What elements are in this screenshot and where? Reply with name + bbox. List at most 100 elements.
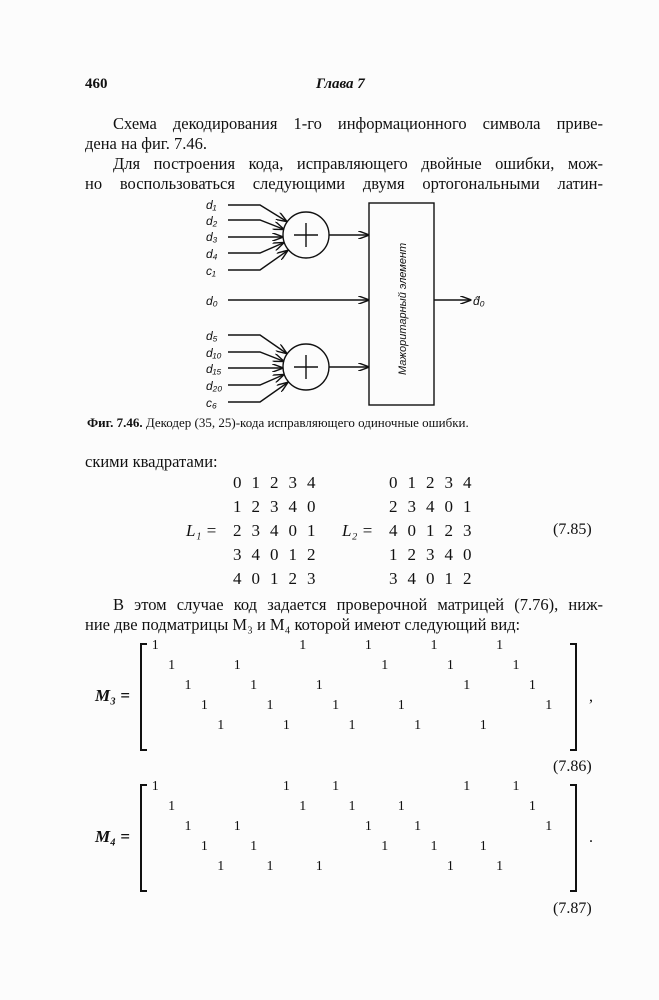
page-number: 460 bbox=[85, 76, 108, 92]
matrix-entry: 1 bbox=[168, 658, 176, 673]
square-cell: 2 bbox=[270, 473, 279, 492]
matrix-entry: 1 bbox=[233, 819, 241, 834]
caption-text: Декодер (35, 25)-кода исправляющего один… bbox=[145, 415, 469, 430]
square-cell: 1 bbox=[407, 473, 417, 492]
square-cell: 3 bbox=[426, 545, 435, 564]
M3-label: M₃ = bbox=[95, 686, 130, 705]
square-cell: 3 bbox=[251, 521, 261, 540]
chapter-title: Глава 7 bbox=[316, 76, 365, 92]
L2-label: L₂ = bbox=[342, 521, 374, 540]
square-cell: 2 bbox=[288, 569, 298, 588]
matrix-entry: 1 bbox=[266, 698, 274, 713]
matrix-entry: 1 bbox=[430, 839, 438, 854]
matrix-entry: 1 bbox=[446, 658, 454, 673]
square-cell: 0 bbox=[463, 545, 472, 564]
input-label: d₁ bbox=[206, 198, 217, 212]
right-bracket bbox=[570, 784, 577, 892]
matrix-entry: 1 bbox=[430, 638, 438, 653]
square-cell: 3 bbox=[407, 497, 417, 516]
square-cell: 0 bbox=[444, 497, 454, 516]
paragraph-line: В этом случае код задается проверочной м… bbox=[113, 595, 603, 614]
input-label: d₀ bbox=[206, 294, 218, 308]
square-cell: 3 bbox=[444, 473, 454, 492]
matrix-entry: 1 bbox=[397, 698, 405, 713]
square-cell: 1 bbox=[444, 569, 454, 588]
matrix-entry: 1 bbox=[217, 859, 225, 874]
square-cell: 1 bbox=[426, 521, 435, 540]
matrix-entry: 1 bbox=[151, 638, 159, 653]
square-cell: 4 bbox=[444, 545, 454, 564]
input-label: c₆ bbox=[206, 396, 217, 410]
equation-number: (7.85) bbox=[553, 521, 592, 538]
matrix-entry: 1 bbox=[512, 658, 520, 673]
left-bracket bbox=[140, 784, 147, 892]
square-cell: 0 bbox=[251, 569, 261, 588]
matrix-entry: 1 bbox=[151, 779, 159, 794]
matrix-entry: 1 bbox=[381, 839, 389, 854]
square-cell: 0 bbox=[426, 569, 435, 588]
input-label: d₃ bbox=[206, 230, 218, 244]
square-cell: 4 bbox=[389, 521, 398, 540]
square-cell: 4 bbox=[463, 473, 472, 492]
matrix-entry: 1 bbox=[184, 819, 192, 834]
matrix-entry: 1 bbox=[184, 678, 192, 693]
paragraph-line: Схема декодирования 1-го информационного… bbox=[113, 114, 603, 133]
matrix-entry: 1 bbox=[348, 799, 356, 814]
square-cell: 4 bbox=[270, 521, 279, 540]
square-cell: 1 bbox=[288, 545, 298, 564]
square-cell: 4 bbox=[251, 545, 261, 564]
matrix-entry: 1 bbox=[479, 718, 487, 733]
matrix-entry: 1 bbox=[315, 859, 323, 874]
matrix-entry: 1 bbox=[545, 698, 553, 713]
square-cell: 1 bbox=[251, 473, 261, 492]
right-bracket bbox=[570, 643, 577, 751]
square-cell: 0 bbox=[389, 473, 398, 492]
matrix-entry: 1 bbox=[282, 779, 290, 794]
square-cell: 3 bbox=[270, 497, 279, 516]
square-cell: 0 bbox=[407, 521, 417, 540]
square-cell: 4 bbox=[288, 497, 298, 516]
L1-label: L₁ = bbox=[186, 521, 218, 540]
square-cell: 4 bbox=[233, 569, 242, 588]
punctuation: , bbox=[589, 688, 593, 705]
square-cell: 3 bbox=[307, 569, 316, 588]
square-cell: 1 bbox=[463, 497, 472, 516]
matrix-entry: 1 bbox=[512, 779, 520, 794]
matrix-entry: 1 bbox=[381, 658, 389, 673]
square-cell: 2 bbox=[444, 521, 454, 540]
matrix-entry: 1 bbox=[496, 859, 504, 874]
paragraph-line: скими квадратами: bbox=[85, 452, 218, 471]
matrix-entry: 1 bbox=[200, 698, 208, 713]
matrix-entry: 1 bbox=[250, 678, 258, 693]
matrix-entry: 1 bbox=[479, 839, 487, 854]
matrix-entry: 1 bbox=[545, 819, 553, 834]
decoder-diagram: d₁ d₂ d₃ d₄ c₁ d₀ d₅ d₁₀ d₁₅ d₂₀ c₆ d̂₀ … bbox=[206, 198, 485, 410]
square-cell: 3 bbox=[463, 521, 472, 540]
input-label: c₁ bbox=[206, 264, 216, 278]
input-label: d₁₀ bbox=[206, 346, 222, 360]
square-cell: 0 bbox=[307, 497, 316, 516]
square-cell: 0 bbox=[270, 545, 279, 564]
square-cell: 1 bbox=[270, 569, 279, 588]
paragraph-line: Для построения кода, исправляющего двойн… bbox=[113, 154, 603, 173]
square-cell: 1 bbox=[307, 521, 316, 540]
square-cell: 4 bbox=[407, 569, 417, 588]
punctuation: . bbox=[589, 829, 593, 846]
matrix-entry: 1 bbox=[282, 718, 290, 733]
M4-label: M₄ = bbox=[95, 827, 130, 846]
square-cell: 3 bbox=[288, 473, 298, 492]
matrix-entry: 1 bbox=[332, 779, 340, 794]
matrix-entry: 1 bbox=[496, 638, 504, 653]
square-cell: 1 bbox=[389, 545, 398, 564]
figure-caption: Фиг. 7.46. Декодер (35, 25)-кода исправл… bbox=[87, 415, 469, 431]
matrix-entry: 1 bbox=[414, 819, 422, 834]
square-cell: 2 bbox=[233, 521, 242, 540]
